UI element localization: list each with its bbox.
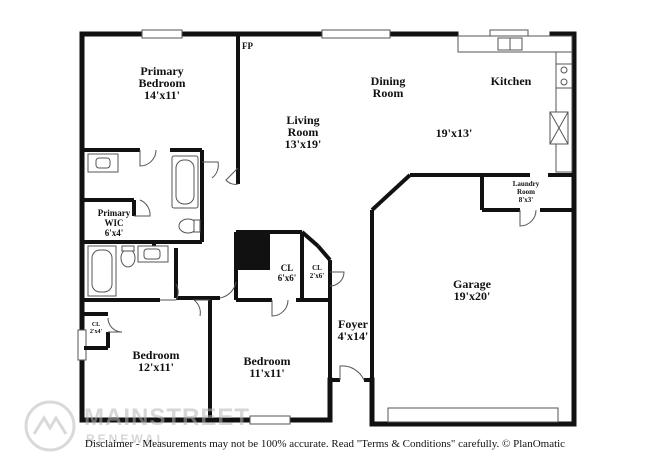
living-room-name-2: Room: [288, 125, 319, 139]
dining-room-name-2: Room: [373, 86, 404, 100]
laundry-room-dim: 8'x3': [519, 196, 533, 204]
laundry-room-name-2: Room: [517, 188, 535, 196]
foyer-dim: 4'x14': [338, 329, 369, 343]
dining-room-name-1: Dining: [371, 74, 406, 88]
kitchen-name: Kitchen: [491, 74, 532, 88]
garage-name: Garage: [453, 277, 492, 291]
door-swings: [107, 149, 537, 381]
fireplace-label: FP: [242, 41, 253, 51]
disclaimer-text: Disclaimer - Measurements may not be 100…: [84, 438, 566, 450]
closet-1-dim: 6'x6': [278, 273, 297, 283]
fireplace-block: [238, 234, 270, 270]
bedroom-1-name: Bedroom: [132, 348, 179, 362]
bedroom-1-dim: 12'x11': [138, 360, 174, 374]
primary-wic-name-1: Primary: [98, 208, 131, 218]
primary-bedroom-name-1: Primary: [140, 64, 183, 78]
laundry-room-name-1: Laundry: [513, 180, 540, 188]
garage-door: [387, 407, 559, 423]
primary-bedroom-dim: 14'x11': [144, 88, 180, 102]
garage-dim: 19'x20': [454, 289, 491, 303]
bedroom-2-name: Bedroom: [243, 354, 290, 368]
watermark-emblem-icon: [24, 400, 76, 452]
primary-bedroom-name-2: Bedroom: [138, 76, 185, 90]
room-labels: Primary Bedroom 14'x11' FP Dining Room K…: [90, 41, 540, 380]
living-room-name-1: Living: [286, 113, 319, 127]
bath-fixtures: [87, 153, 201, 297]
watermark-subtext: RENEWAL: [86, 432, 167, 446]
living-room-dim: 13'x19': [285, 137, 322, 151]
bedroom-2-dim: 11'x11': [249, 366, 284, 380]
closet-3-dim: 2'x4': [90, 329, 103, 335]
closet-2-dim: 2'x6': [310, 272, 324, 280]
kitchen-counters: [457, 35, 573, 173]
kitchen-dining-dim: 19'x13': [436, 126, 473, 140]
primary-wic-name-2: WIC: [104, 218, 123, 228]
closet-3-name: CL: [92, 322, 100, 328]
watermark-text: MAINSTREET: [84, 404, 250, 431]
closet-1-name: CL: [281, 263, 294, 273]
foyer-name: Foyer: [338, 317, 369, 331]
watermark-logo: MAINSTREET RENEWAL: [20, 398, 260, 458]
primary-wic-dim: 6'x4': [105, 228, 124, 238]
interior-walls: [84, 36, 574, 420]
closet-2-name: CL: [312, 264, 322, 272]
